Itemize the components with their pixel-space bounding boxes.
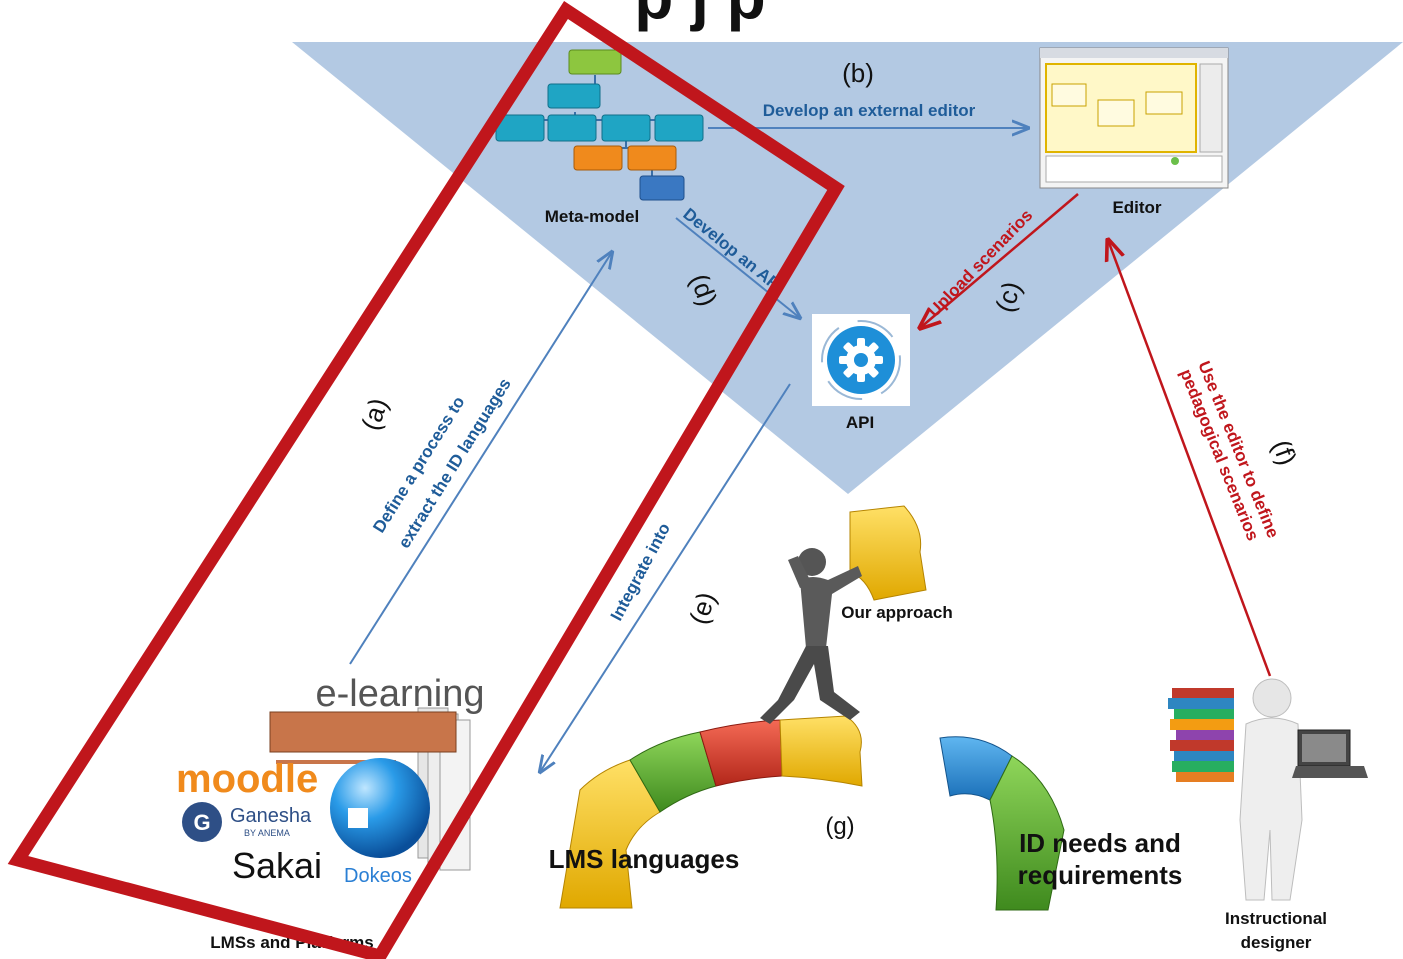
editor-label: Editor	[1112, 198, 1161, 217]
puzzle-arc	[559, 715, 1065, 911]
edge-c-arrow	[920, 193, 1079, 328]
edge-a-arrow	[349, 252, 612, 665]
elearning-books-icon	[269, 707, 471, 871]
edge-d-arrow	[675, 217, 800, 318]
edge-f-tag: (f)	[1266, 436, 1303, 469]
edge-e-arrow	[540, 383, 791, 772]
dokeos-sphere-icon	[330, 758, 430, 858]
edge-e-tag: (e)	[683, 588, 721, 627]
ganesha-g-icon	[182, 802, 222, 842]
lms-languages-label: LMS languages	[549, 844, 740, 874]
ganesha-sub: BY ANEMA	[244, 828, 290, 838]
person-with-books-icon	[1168, 678, 1368, 901]
api-label: API	[846, 413, 874, 432]
edge-b-text: Develop an external editor	[763, 101, 976, 120]
dokeos-logo: Dokeos	[344, 865, 412, 887]
dokeos-square-icon	[348, 808, 368, 828]
elearning-logo: e-learning	[316, 673, 485, 715]
title-fragment: p j p	[634, 0, 766, 32]
edge-e-text: Integrate into	[607, 520, 674, 624]
editor-screenshot-icon	[1039, 47, 1229, 189]
edge-g-tag: (g)	[825, 813, 854, 840]
edge-f-arrow	[1108, 240, 1272, 677]
id-needs-label-2: requirements	[1018, 860, 1183, 890]
edge-b-tag: (b)	[842, 58, 874, 88]
ganesha-logo: Ganesha	[230, 805, 312, 827]
our-approach-label: Our approach	[841, 603, 952, 622]
highlight-box	[7, 0, 845, 959]
designer-label-2: designer	[1241, 933, 1312, 952]
id-needs-label-1: ID needs and	[1019, 828, 1181, 858]
ganesha-g-letter: G	[193, 810, 210, 835]
gear-icon	[812, 314, 910, 406]
sakai-logo: Sakai	[232, 845, 322, 886]
person-with-puzzle-icon	[760, 505, 927, 724]
moodle-logo: moodle	[176, 757, 318, 801]
meta-model-label: Meta-model	[545, 207, 639, 226]
hierarchy-chart-icon	[495, 49, 704, 201]
edge-a-tag: (a)	[355, 394, 393, 433]
lms-logos: e-learning moodle G Ganesha BY ANEMA Sak…	[176, 673, 485, 887]
designer-label-1: Instructional	[1225, 909, 1327, 928]
